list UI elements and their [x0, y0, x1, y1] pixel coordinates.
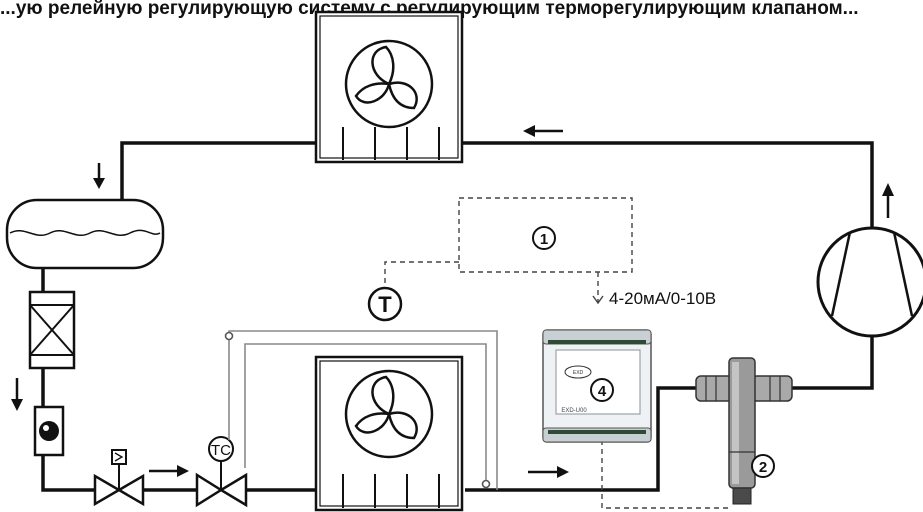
pipe-suction-right — [792, 335, 874, 390]
sensor-t-label: T — [378, 292, 392, 317]
fan-icon — [344, 369, 434, 459]
refrigerant-pipes — [41, 141, 874, 492]
controller-box — [458, 197, 633, 273]
condenser-unit — [314, 10, 464, 164]
receiver-tank-icon — [5, 198, 165, 270]
filter-drier-icon — [28, 290, 76, 370]
pipe-liquid-bottom — [41, 455, 95, 492]
signal-arrow-icon — [592, 295, 604, 305]
pipe-evap-out — [465, 386, 698, 492]
signal-lines — [384, 197, 728, 509]
evaporator-unit — [314, 355, 464, 512]
marker-4-label: 4 — [598, 383, 607, 400]
marker-2-label: 2 — [759, 459, 767, 476]
fan-icon — [344, 39, 434, 129]
solenoid-valve-icon — [93, 449, 145, 507]
expansion-valve-icon: TC — [195, 436, 248, 508]
valve-tc-label: TC — [211, 442, 231, 459]
pipe-top — [120, 141, 874, 228]
compressor-icon — [816, 226, 923, 338]
suction-valve-assembly: 2 — [695, 357, 793, 505]
flow-arrow-icon — [11, 125, 894, 478]
signal-label: 4-20мА/0-10В — [609, 289, 716, 308]
controller-model: EXD-U00 — [561, 408, 587, 414]
controller-logo-text: EXD — [573, 370, 584, 376]
marker-1-label: 1 — [540, 231, 548, 248]
controller-device: EXD 4 EXD-U00 — [542, 329, 652, 443]
marker-1: 1 — [532, 226, 556, 250]
controller-logo: EXD — [564, 365, 592, 379]
temperature-sensor: T — [367, 286, 403, 322]
sight-glass-icon — [33, 405, 65, 457]
capillary-tubes — [224, 330, 498, 490]
header-caption: ...ую релейную регулирующую систему с ре… — [0, 0, 859, 19]
